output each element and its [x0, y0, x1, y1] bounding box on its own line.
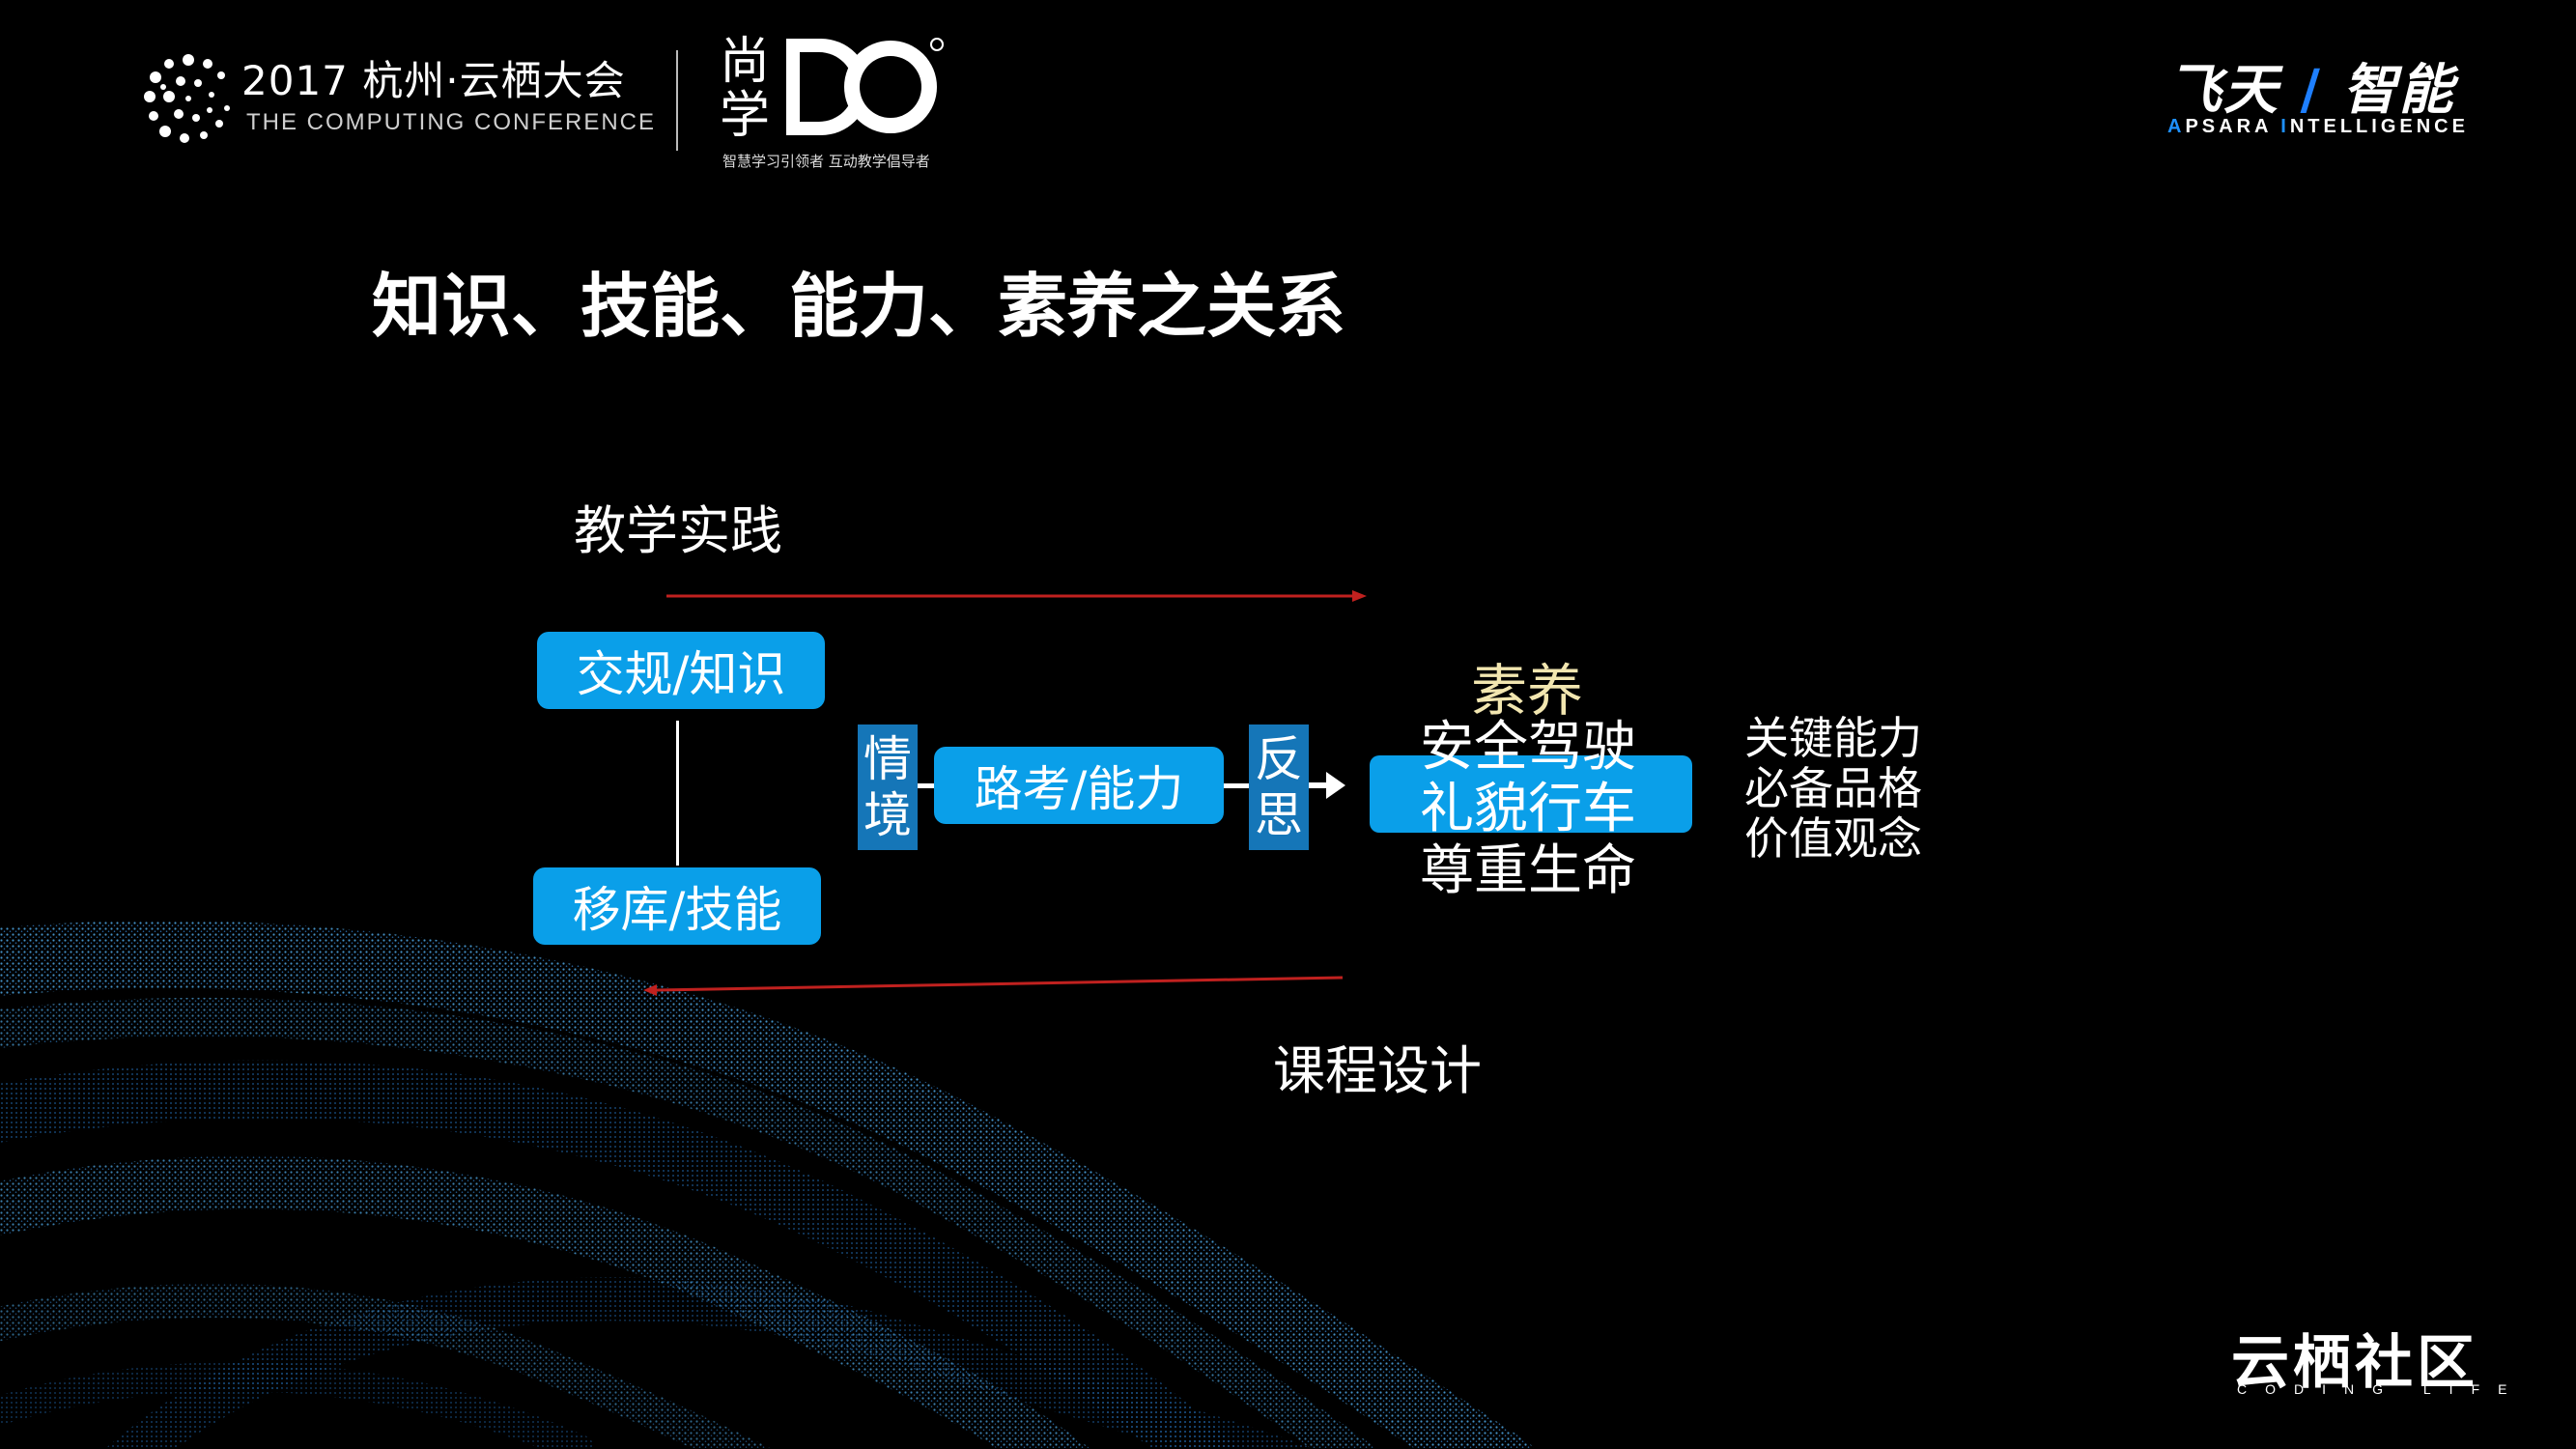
- box-skill: 移库/技能: [533, 867, 821, 945]
- conference-title: 2017 杭州·云栖大会: [241, 57, 626, 104]
- feitian-logo-subtitle: APSARA INTELLIGENCE: [2167, 116, 2469, 138]
- reflect-char-2: 思: [1255, 787, 1303, 843]
- shangxue-logo: 尚 学: [720, 29, 947, 145]
- header-divider: [676, 50, 678, 151]
- feitian-sub-d: NTELLIGENCE: [2289, 116, 2469, 137]
- connector-situation-ability: [918, 783, 935, 788]
- top-arrow: [666, 590, 1367, 602]
- feitian-title-part1: 飞天: [2167, 59, 2279, 122]
- suyang-item: 尊重生命: [1420, 839, 1636, 902]
- side-item: 关键能力: [1744, 712, 1922, 764]
- side-item: 价值观念: [1744, 812, 1922, 865]
- box-knowledge: 交规/知识: [537, 632, 825, 709]
- box-reflect: 反 思: [1249, 724, 1309, 850]
- side-item: 必备品格: [1744, 762, 1922, 814]
- yunqi-community-logo: 云栖社区: [2231, 1329, 2478, 1397]
- suyang-list: 安全驾驶 礼貌行车 尊重生命: [1420, 717, 1636, 902]
- side-list: 关键能力 必备品格 价值观念: [1744, 713, 1922, 864]
- shangxue-do-icon: [786, 38, 944, 135]
- box-ability: 路考/能力: [934, 747, 1224, 824]
- connector-ability-reflect: [1224, 783, 1249, 788]
- situation-char-1: 情: [863, 731, 912, 787]
- course-design-label: 课程设计: [1273, 1040, 1482, 1101]
- situation-char-2: 境: [863, 787, 912, 843]
- conference-logo-icon: [144, 54, 230, 143]
- suyang-title: 素养: [1471, 658, 1584, 724]
- suyang-item: 安全驾驶: [1420, 716, 1636, 779]
- slide-title: 知识、技能、能力、素养之关系: [372, 266, 1346, 347]
- feitian-sub-b: PSARA: [2185, 116, 2281, 137]
- arrow-to-suyang-icon: [1309, 772, 1345, 799]
- teaching-practice-label: 教学实践: [574, 500, 782, 561]
- feitian-sub-c: I: [2280, 116, 2290, 137]
- conference-subtitle: THE COMPUTING CONFERENCE: [246, 109, 657, 135]
- reflect-char-1: 反: [1255, 731, 1303, 787]
- feitian-slash-icon: /: [2279, 59, 2343, 122]
- suyang-box: [1370, 755, 1692, 833]
- shangxue-char-2: 学: [720, 87, 771, 145]
- bottom-arrow: [643, 976, 1344, 996]
- connector-line: [676, 721, 679, 866]
- box-situation: 情 境: [858, 724, 918, 850]
- feitian-title-part2: 智能: [2342, 59, 2455, 122]
- shangxue-char-1: 尚: [720, 33, 771, 91]
- yunqi-community-subtitle: CODING LIFE: [2237, 1381, 2526, 1397]
- feitian-logo-title: 飞天 / 智能: [2167, 46, 2454, 125]
- suyang-item: 礼貌行车: [1420, 778, 1636, 840]
- feitian-sub-a: A: [2167, 116, 2186, 137]
- shangxue-tagline: 智慧学习引领者 互动教学倡导者: [722, 153, 930, 170]
